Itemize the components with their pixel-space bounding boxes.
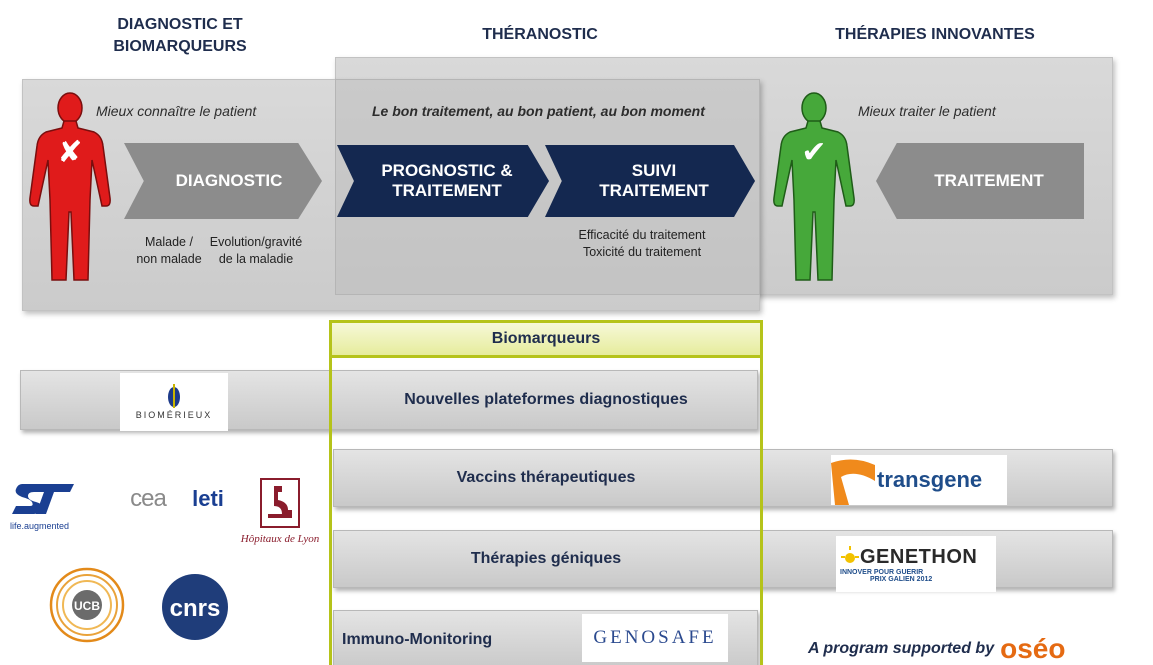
logo-cea-text: cea [130,485,167,512]
arrow-diagnostic: DIAGNOSTIC [124,143,322,219]
transgene-swoosh-icon [831,459,875,505]
logo-transgene-text: transgene [877,467,983,492]
biomarqueurs-title: Biomarqueurs [491,330,601,347]
logo-hopitaux: Hôpitaux de Lyon [232,478,328,550]
header-diagnostic-line2: BIOMARQUEURS [113,38,247,55]
footer-program-text: A program supported by [808,640,995,657]
sick-figure-body [29,92,111,281]
note-evolution: Evolution/gravité de la maladie [196,234,316,268]
logo-cnrs: cnrs [162,574,228,640]
hopitaux-microscope-icon [260,478,300,528]
ucb-core [72,590,102,620]
subtitle-left: Mieux connaître le patient [96,103,257,119]
biomarqueurs-header: Biomarqueurs [329,320,763,358]
label-immuno: Immuno-Monitoring [342,631,493,648]
note-evolution-line2: de la maladie [218,252,294,266]
note-efficacite: Efficacité du traitement Toxicité du tra… [552,227,732,261]
note-evolution-line1: Evolution/gravité [209,235,303,249]
healthy-check-mark: ✔ [801,135,826,170]
header-diagnostic-line1: DIAGNOSTIC ET [117,16,243,33]
arrow-traitement-label: TRAITEMENT [934,171,1044,190]
biomerieux-drop-icon [168,384,180,408]
arrow-prognostic-line1: PROGNOSTIC & [381,161,513,180]
logo-cnrs-text: cnrs [170,595,221,622]
footer-program: A program supported by oséo [808,633,1066,664]
arrow-suivi: SUIVI TRAITEMENT [545,145,755,217]
header-therapies: THÉRAPIES INNOVANTES [835,26,1035,43]
note-malade-line2: non malade [136,252,202,266]
logo-leti: leti [180,484,236,514]
header-diagnostic: DIAGNOSTIC ET BIOMARQUEURS [80,14,280,58]
logo-cea: cea [122,484,174,514]
note-toxicite-line: Toxicité du traitement [582,245,702,259]
cnrs-disc [162,574,228,640]
ucb-ring-middle [56,574,118,636]
logo-biomerieux: BIOMÉRIEUX [120,373,228,431]
logo-genethon-text: GENETHON [860,545,978,568]
healthy-figure: ✔ [773,92,855,281]
note-malade: Malade / non malade [124,234,214,268]
arrow-diagnostic-label: DIAGNOSTIC [175,171,283,190]
footer-oseo-logo: oséo [1000,633,1066,664]
label-plateformes: Nouvelles plateformes diagnostiques [404,391,688,408]
sick-x-mark: ✘ [57,135,82,170]
arrow-suivi-line1: SUIVI [631,161,677,180]
arrow-prognostic-line2: TRAITEMENT [392,181,502,200]
logo-leti-text: leti [192,486,224,511]
header-theranostic: THÉRANOSTIC [482,26,598,43]
sick-figure: ✘ [29,92,111,281]
logo-transgene: transgene [831,455,1007,505]
healthy-figure-body [773,92,855,281]
subtitle-right: Mieux traiter le patient [858,103,996,119]
ucb-ring-inner [62,580,112,630]
logo-st-tag: life.augmented [10,521,70,531]
logo-genosafe-text: GENOSAFE [593,627,717,648]
ucb-ring-outer [49,567,125,643]
logo-ucb-text: UCB [74,599,100,613]
logo-st: life.augmented [10,482,82,531]
arrow-prognostic: PROGNOSTIC & TRAITEMENT [337,145,549,217]
arrow-traitement: TRAITEMENT [876,143,1084,219]
logo-genosafe: GENOSAFE [582,614,728,662]
logo-genethon-tag1: INNOVER POUR GUERIR [840,568,924,576]
note-malade-line1: Malade / [145,235,193,249]
note-efficacite-line: Efficacité du traitement [578,228,706,242]
logo-genethon-tag2: PRIX GALIEN 2012 [870,575,933,583]
logo-hopitaux-text: Hôpitaux de Lyon [240,533,320,545]
logo-genethon: GENETHON INNOVER POUR GUERIR PRIX GALIEN… [836,536,996,592]
label-vaccins: Vaccins thérapeutiques [456,469,636,486]
logo-ucb: UCB [49,567,125,643]
genethon-sun-icon [841,546,859,563]
st-logo-icon [12,484,74,514]
logo-biomerieux-text: BIOMÉRIEUX [135,410,213,420]
label-geniques: Thérapies géniques [470,550,622,567]
arrow-suivi-line2: TRAITEMENT [599,181,709,200]
subtitle-middle: Le bon traitement, au bon patient, au bo… [372,103,705,119]
